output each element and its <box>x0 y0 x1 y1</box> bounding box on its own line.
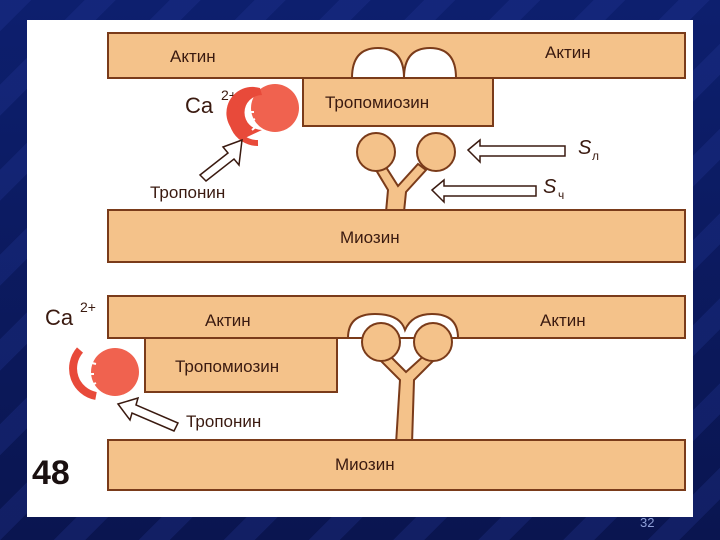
bottom-myosin-label: Миозин <box>335 455 395 474</box>
bottom-tropomyosin <box>144 337 338 393</box>
bottom-troponin-arrow <box>116 396 180 432</box>
figure-number: 48 <box>32 454 70 492</box>
top-troponin-complex <box>226 84 299 147</box>
top-actin-left-label: Актин <box>170 47 216 66</box>
top-myosin-filament <box>107 209 686 263</box>
bottom-myosin-filament <box>107 439 686 491</box>
bottom-myosin-head <box>361 322 453 445</box>
slide-number: 32 <box>640 515 655 530</box>
top-myosin-head <box>356 132 456 213</box>
top-s-short-arrow <box>430 178 537 204</box>
top-calcium-label: Ca <box>185 93 214 118</box>
top-actin-right-label: Актин <box>545 43 591 62</box>
top-tropomyosin <box>302 77 494 127</box>
top-myosin-label: Миозин <box>340 228 400 247</box>
top-troponin-arrow <box>198 138 243 183</box>
top-troponin-label: Тропонин <box>150 183 225 202</box>
top-tropomyosin-label: Тропомиозин <box>325 93 429 112</box>
top-s-short-sub: ч <box>558 188 564 202</box>
bottom-actin-right-label: Актин <box>540 311 586 330</box>
top-s-short-label: S <box>543 176 557 198</box>
bottom-troponin-complex <box>69 347 139 400</box>
top-s-long-sub: л <box>592 149 599 163</box>
bottom-troponin-label: Тропонин <box>186 412 261 431</box>
top-s-long-label: S <box>578 137 592 159</box>
bottom-tropomyosin-label: Тропомиозин <box>175 357 279 376</box>
top-s-long-arrow <box>466 138 566 164</box>
bottom-actin-left-label: Актин <box>205 311 251 330</box>
bottom-calcium-label: Ca <box>45 305 74 330</box>
bottom-calcium-charge: 2+ <box>80 299 96 315</box>
